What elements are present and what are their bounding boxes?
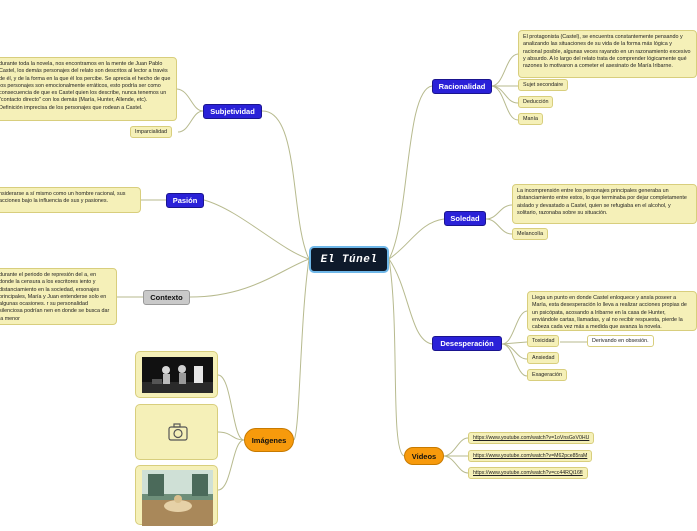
subtopic-toxicidad[interactable]: Toxicidad: [527, 335, 560, 347]
subtopic-label: Sujet secondaire: [523, 82, 564, 88]
subtopic-mania[interactable]: Manía: [518, 113, 543, 125]
topic-label: Videos: [411, 451, 437, 461]
subtopic-label: Derivando en obsesión.: [592, 338, 649, 344]
subtopic-label: Melancolía: [517, 231, 544, 237]
note-soledad[interactable]: La incomprensión entre los personajes pr…: [512, 184, 697, 224]
video-link-3[interactable]: https://www.youtube.com/watch?v=cc44RQi1…: [468, 467, 588, 479]
topic-subjetividad[interactable]: Subjetividad: [203, 104, 262, 119]
topic-contexto[interactable]: Contexto: [143, 290, 190, 305]
image-node-surreal[interactable]: [135, 465, 218, 526]
topic-label: Desesperación: [440, 339, 494, 348]
topic-label: Racionalidad: [438, 82, 486, 91]
subtopic-label: Deducción: [523, 99, 549, 105]
note-contexto[interactable]: durante el periodo de represión del a, e…: [0, 268, 117, 325]
central-topic[interactable]: El Túnel: [309, 246, 389, 273]
stage-image: [142, 357, 213, 393]
subtopic-label: Manía: [523, 116, 538, 122]
subtopic-exageracion[interactable]: Exageración: [527, 369, 567, 381]
video-link-1[interactable]: https://www.youtube.com/watch?v=1oVnsGxV…: [468, 432, 595, 444]
topic-label: Contexto: [150, 293, 183, 302]
note-subjetividad[interactable]: durante toda la novela, nos encontramos …: [0, 57, 177, 121]
subtopic-label: Ansiedad: [532, 355, 555, 361]
subtopic-obsesion[interactable]: Derivando en obsesión.: [587, 335, 654, 347]
subtopic-imparcialidad[interactable]: Imparcialidad: [130, 126, 173, 138]
topic-desesperacion[interactable]: Desesperación: [432, 336, 502, 351]
camera-icon: [168, 423, 188, 441]
note-text: nsiderarse a sí mismo como un hombre rac…: [0, 191, 126, 205]
video-link-2[interactable]: https://www.youtube.com/watch?v=M62pce85…: [468, 450, 593, 462]
note-desesperacion[interactable]: Llega un punto en donde Castel enloquece…: [527, 291, 697, 331]
topic-videos[interactable]: Videos: [404, 447, 444, 465]
subtopic-ansiedad[interactable]: Ansiedad: [527, 352, 560, 364]
connector-lines: [117, 53, 587, 491]
topic-soledad[interactable]: Soledad: [444, 211, 486, 226]
note-text: durante el periodo de represión del a, e…: [0, 272, 110, 322]
topic-imagenes[interactable]: Imágenes: [244, 428, 294, 452]
note-pasion[interactable]: nsiderarse a sí mismo como un hombre rac…: [0, 187, 141, 213]
subtopic-label: Imparcialidad: [135, 129, 168, 135]
subtopic-deduccion[interactable]: Deducción: [518, 96, 554, 108]
topic-label: Imágenes: [251, 435, 287, 445]
central-topic-label: El Túnel: [320, 253, 378, 266]
subtopic-melancolia[interactable]: Melancolía: [512, 228, 549, 240]
image-node-stage[interactable]: [135, 351, 218, 398]
note-text: Llega un punto en donde Castel enloquece…: [532, 295, 687, 331]
topic-label: Pasión: [172, 196, 198, 205]
subtopic-label: Exageración: [532, 372, 562, 378]
surreal-painting-image: [142, 470, 213, 526]
note-text: durante toda la novela, nos encontramos …: [0, 61, 171, 111]
video-link-text[interactable]: https://www.youtube.com/watch?v=1oVnsGxV…: [473, 435, 590, 441]
note-text: La incomprensión entre los personajes pr…: [517, 188, 687, 216]
topic-racionalidad[interactable]: Racionalidad: [432, 79, 492, 94]
note-text: El protagonista (Castel), se encuentra c…: [523, 34, 691, 70]
video-link-text[interactable]: https://www.youtube.com/watch?v=M62pce85…: [473, 453, 588, 459]
note-racionalidad[interactable]: El protagonista (Castel), se encuentra c…: [518, 30, 697, 78]
topic-label: Subjetividad: [210, 107, 255, 116]
image-node-placeholder[interactable]: [135, 404, 218, 460]
topic-label: Soledad: [450, 214, 480, 223]
topic-pasion[interactable]: Pasión: [166, 193, 204, 208]
subtopic-sujet-secondaire[interactable]: Sujet secondaire: [518, 79, 569, 91]
video-link-text[interactable]: https://www.youtube.com/watch?v=cc44RQi1…: [473, 470, 583, 476]
subtopic-label: Toxicidad: [532, 338, 555, 344]
